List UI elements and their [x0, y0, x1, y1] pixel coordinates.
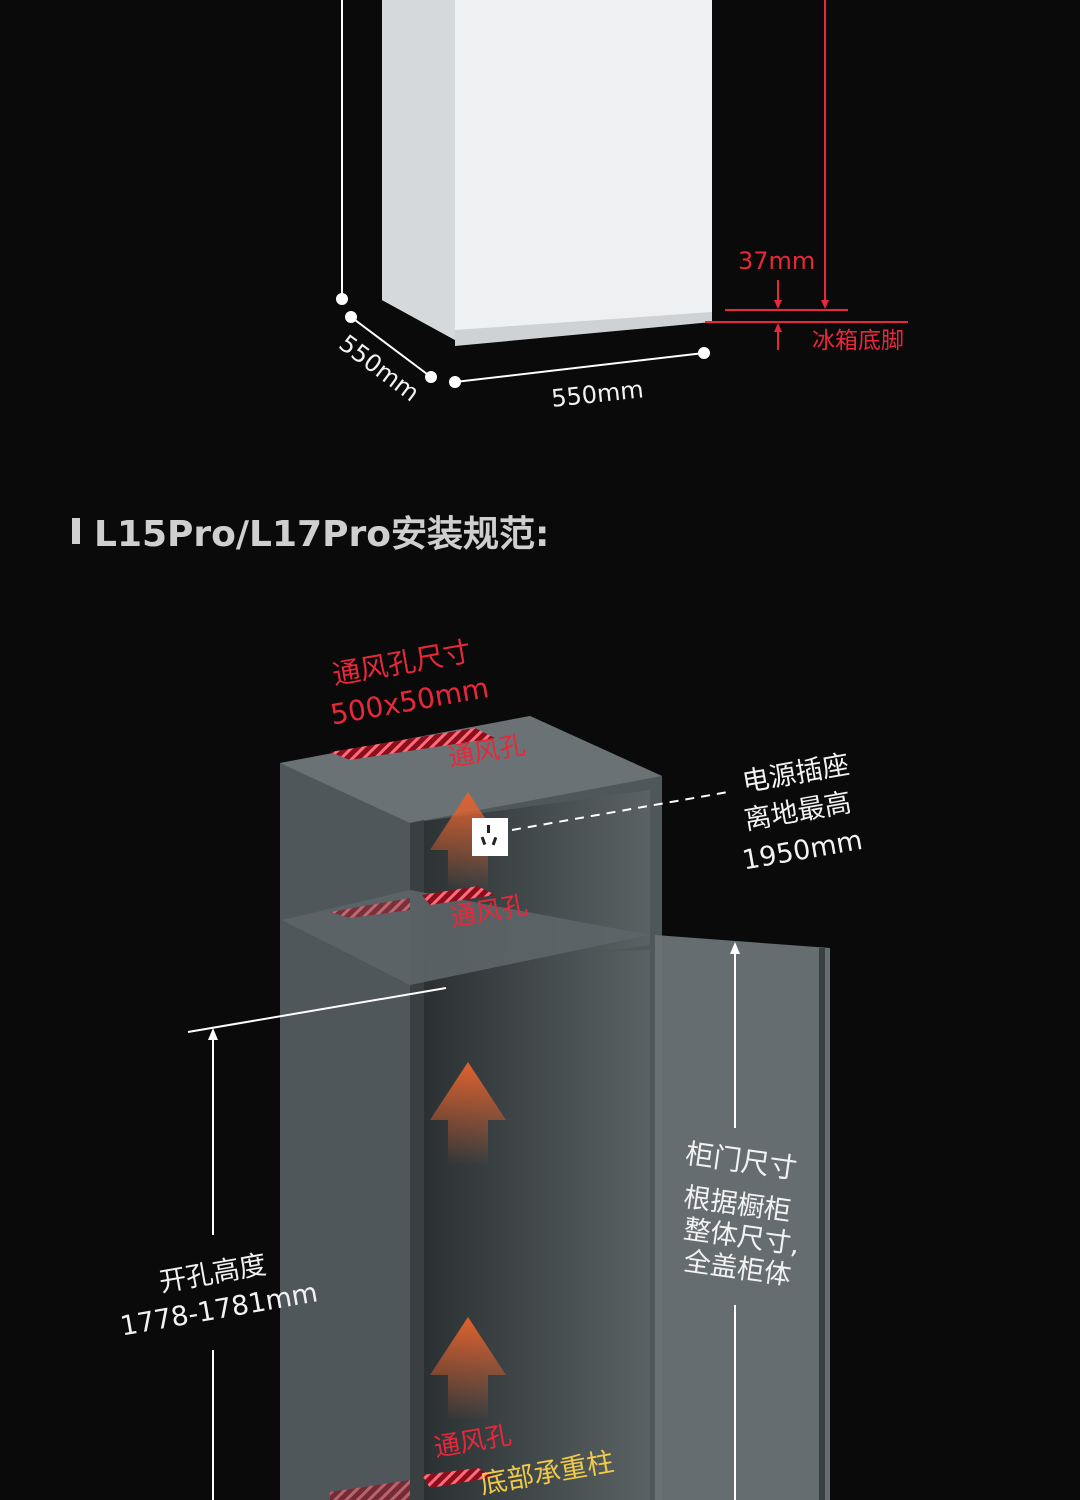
airflow-arrow-icon	[430, 792, 506, 890]
fridge-foot-label: 冰箱底脚	[812, 328, 904, 354]
power-socket-icon	[472, 818, 508, 856]
foot-gap-label: 37mm	[738, 247, 816, 275]
cabinet-illustration	[280, 716, 830, 1500]
width-depth-dimension-lines	[336, 0, 710, 388]
section-heading: L15Pro/L17Pro安装规范:	[72, 505, 549, 557]
fridge-illustration	[382, 0, 712, 346]
height-dimension-lines	[705, 0, 908, 350]
heading-bar	[72, 518, 80, 544]
airflow-arrow-icon	[430, 1317, 506, 1420]
airflow-arrow-icon	[430, 1062, 506, 1165]
heading-text: L15Pro/L17Pro安装规范:	[94, 514, 550, 555]
